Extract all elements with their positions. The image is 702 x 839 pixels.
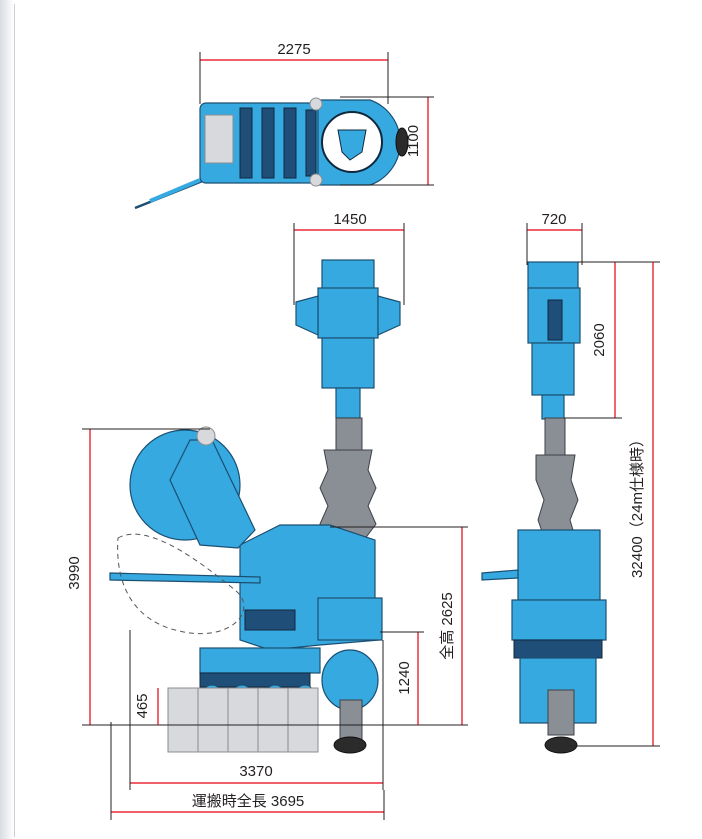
dim-top-width: 1100 (405, 125, 422, 157)
dim-overall-height: 全高 2625 (438, 592, 456, 660)
top-view (134, 52, 434, 210)
dim-mid-height: 1240 (396, 661, 413, 694)
dim-transport-length: 運搬時全長 3695 (192, 792, 305, 810)
front-view (82, 223, 468, 820)
side-view (481, 223, 660, 754)
dim-drive-height: 2060 (591, 323, 608, 356)
dim-side-width: 720 (541, 211, 566, 228)
dim-mast-height: 32400（24m仕様時） (629, 432, 646, 578)
dim-drum-height: 3990 (66, 556, 83, 589)
dim-length: 3370 (239, 763, 272, 780)
dim-track-height: 465 (134, 693, 151, 718)
dim-front-width: 1450 (333, 211, 366, 228)
dim-top-length: 2275 (277, 41, 310, 58)
